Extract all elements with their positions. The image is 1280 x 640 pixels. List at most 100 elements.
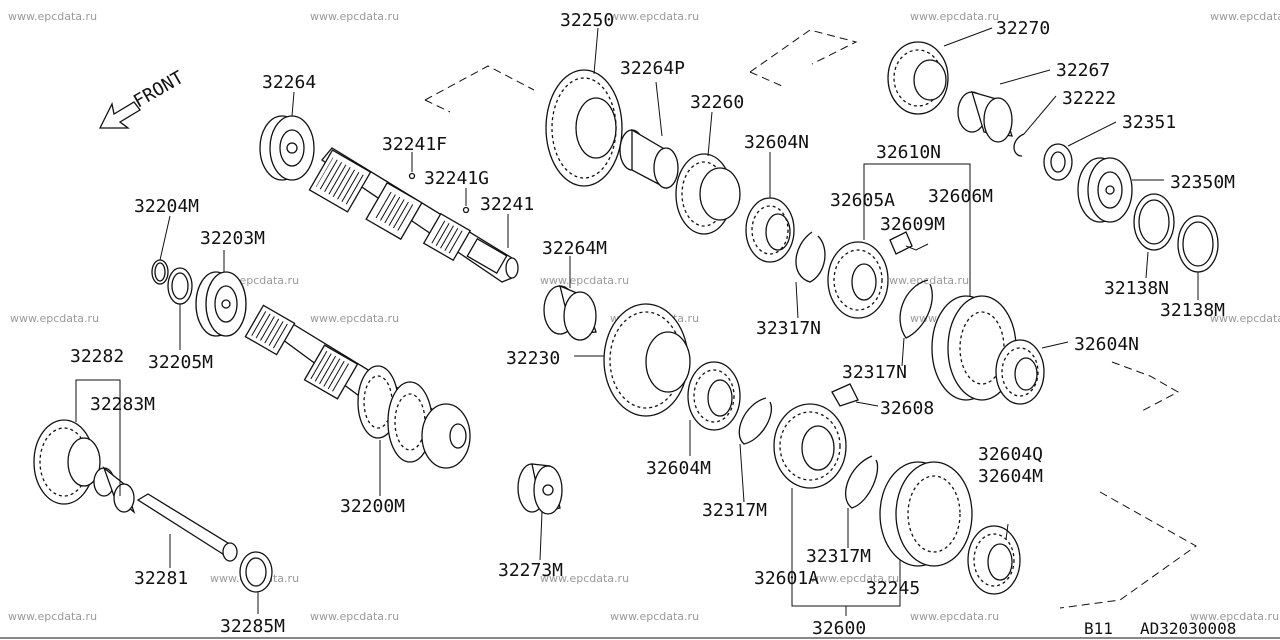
label-32350M: 32350M bbox=[1170, 172, 1235, 193]
label-32222: 32222 bbox=[1062, 88, 1116, 109]
label-32351: 32351 bbox=[1122, 112, 1176, 133]
watermark-text: www.epcdata.ru bbox=[8, 610, 97, 623]
watermark-text: www.epcdata.ru bbox=[810, 572, 899, 585]
watermark-text: www.epcdata.ru bbox=[310, 610, 399, 623]
watermark-text: www.epcdata.ru bbox=[540, 274, 629, 287]
part-32264-bearing bbox=[259, 115, 315, 181]
watermarks: www.epcdata.ru www.epcdata.ru www.epcdat… bbox=[8, 10, 1280, 623]
part-32273m-bearing bbox=[517, 463, 563, 515]
part-32138m-shim bbox=[1177, 215, 1219, 273]
label-32138M: 32138M bbox=[1160, 300, 1225, 321]
label-32250: 32250 bbox=[560, 10, 614, 31]
part-32350m-bearing bbox=[1077, 157, 1133, 223]
part-32204m-snap-ring bbox=[151, 259, 169, 285]
label-32317N-mid: 32317N bbox=[842, 362, 907, 383]
part-32604n-lower-cone bbox=[995, 339, 1045, 405]
watermark-text: www.epcdata.ru bbox=[1190, 610, 1279, 623]
watermark-text: www.epcdata.ru bbox=[910, 610, 999, 623]
part-32250-gear bbox=[545, 69, 623, 187]
front-label: FRONT bbox=[130, 67, 188, 112]
label-32285M: 32285M bbox=[220, 616, 285, 637]
label-32604N-upper: 32604N bbox=[744, 132, 809, 153]
watermark-text: www.epcdata.ru bbox=[910, 10, 999, 23]
front-arrow: FRONT bbox=[98, 67, 188, 129]
part-32285m-bushing bbox=[239, 551, 273, 593]
part-32264m-needle-bearing bbox=[543, 284, 597, 341]
label-32260: 32260 bbox=[690, 92, 744, 113]
part-32267-bushing bbox=[957, 91, 1013, 143]
label-32604N-lower: 32604N bbox=[1074, 334, 1139, 355]
part-32604m-mid-cone bbox=[687, 361, 741, 431]
label-32264M: 32264M bbox=[542, 238, 607, 259]
part-32281-idler-shaft bbox=[136, 493, 238, 562]
label-32264P: 32264P bbox=[620, 58, 685, 79]
label-32604M-lower: 32604M bbox=[978, 466, 1043, 487]
part-32604q-lower-cone bbox=[967, 525, 1021, 595]
part-32283m-bushing bbox=[93, 466, 136, 514]
label-32230: 32230 bbox=[506, 348, 560, 369]
part-32608-key bbox=[831, 383, 859, 407]
label-32204M: 32204M bbox=[134, 196, 199, 217]
footer-section: B11 bbox=[1084, 619, 1113, 638]
dashed-guides bbox=[424, 29, 1197, 609]
label-32317M-lower: 32317M bbox=[806, 546, 871, 567]
part-32604n-upper-cone bbox=[745, 197, 795, 263]
label-32264: 32264 bbox=[262, 72, 316, 93]
label-32605A: 32605A bbox=[830, 190, 895, 211]
part-32245-sleeve bbox=[879, 461, 973, 567]
part-32282-reverse-idler-gear bbox=[33, 419, 101, 505]
watermark-text: www.epcdata.ru bbox=[10, 312, 99, 325]
part-32317n-ring-mid bbox=[899, 279, 933, 339]
label-32283M: 32283M bbox=[90, 394, 155, 415]
label-32267: 32267 bbox=[1056, 60, 1110, 81]
label-32610N: 32610N bbox=[876, 142, 941, 163]
label-32317M-mid: 32317M bbox=[702, 500, 767, 521]
part-32241-mainshaft bbox=[308, 147, 519, 283]
part-32205m-washer bbox=[167, 267, 193, 305]
part-32222-snap-ring bbox=[1013, 133, 1025, 157]
label-32609M: 32609M bbox=[880, 214, 945, 235]
label-32281: 32281 bbox=[134, 568, 188, 589]
part-32351-collar bbox=[1043, 143, 1073, 181]
part-32317m-ring-mid bbox=[738, 397, 772, 445]
watermark-text: www.epcdata.ru bbox=[610, 10, 699, 23]
part-32609m-key bbox=[889, 231, 913, 255]
part-32264p-bushing bbox=[619, 128, 679, 190]
label-32282: 32282 bbox=[70, 346, 124, 367]
label-32601A: 32601A bbox=[754, 568, 819, 589]
watermark-text: www.epcdata.ru bbox=[540, 572, 629, 585]
part-32200m-countershaft bbox=[244, 304, 471, 469]
watermark-text: www.epcdata.ru bbox=[8, 10, 97, 23]
part-32241f-dot bbox=[408, 172, 416, 180]
label-32604Q: 32604Q bbox=[978, 444, 1043, 465]
part-32241g-dot bbox=[462, 206, 470, 214]
part-32317n-ring-upper bbox=[795, 231, 826, 283]
label-32241G: 32241G bbox=[424, 168, 489, 189]
part-32230-gear bbox=[603, 303, 691, 417]
watermark-text: www.epcdata.ru bbox=[610, 610, 699, 623]
label-32205M: 32205M bbox=[148, 352, 213, 373]
front-arrow-icon bbox=[98, 101, 141, 129]
watermark-text: www.epcdata.ru bbox=[1210, 10, 1280, 23]
watermark-text: www.epcdata.ru bbox=[1210, 312, 1280, 325]
part-32203m-bearing bbox=[195, 271, 247, 337]
part-32601a-hub-gear bbox=[773, 403, 847, 489]
part-labels: 32250 32270 32264P 32267 32264 32222 322… bbox=[70, 10, 1235, 639]
leader-lines bbox=[75, 27, 1199, 616]
label-32270: 32270 bbox=[996, 18, 1050, 39]
label-32203M: 32203M bbox=[200, 228, 265, 249]
label-32606M: 32606M bbox=[928, 186, 993, 207]
watermark-text: www.epcdata.ru bbox=[310, 312, 399, 325]
label-32138N: 32138N bbox=[1104, 278, 1169, 299]
part-32260-gear bbox=[675, 153, 741, 235]
watermark-text: www.epcdata.ru bbox=[310, 10, 399, 23]
footer: B11 AD32030008 bbox=[0, 619, 1280, 639]
label-32604M-mid: 32604M bbox=[646, 458, 711, 479]
label-32608: 32608 bbox=[880, 398, 934, 419]
label-32200M: 32200M bbox=[340, 496, 405, 517]
part-32605a-hub bbox=[827, 241, 889, 319]
label-32241: 32241 bbox=[480, 194, 534, 215]
part-32138n-shim bbox=[1133, 193, 1175, 251]
part-32317m-ring-lower bbox=[844, 455, 879, 509]
label-32241F: 32241F bbox=[382, 134, 447, 155]
